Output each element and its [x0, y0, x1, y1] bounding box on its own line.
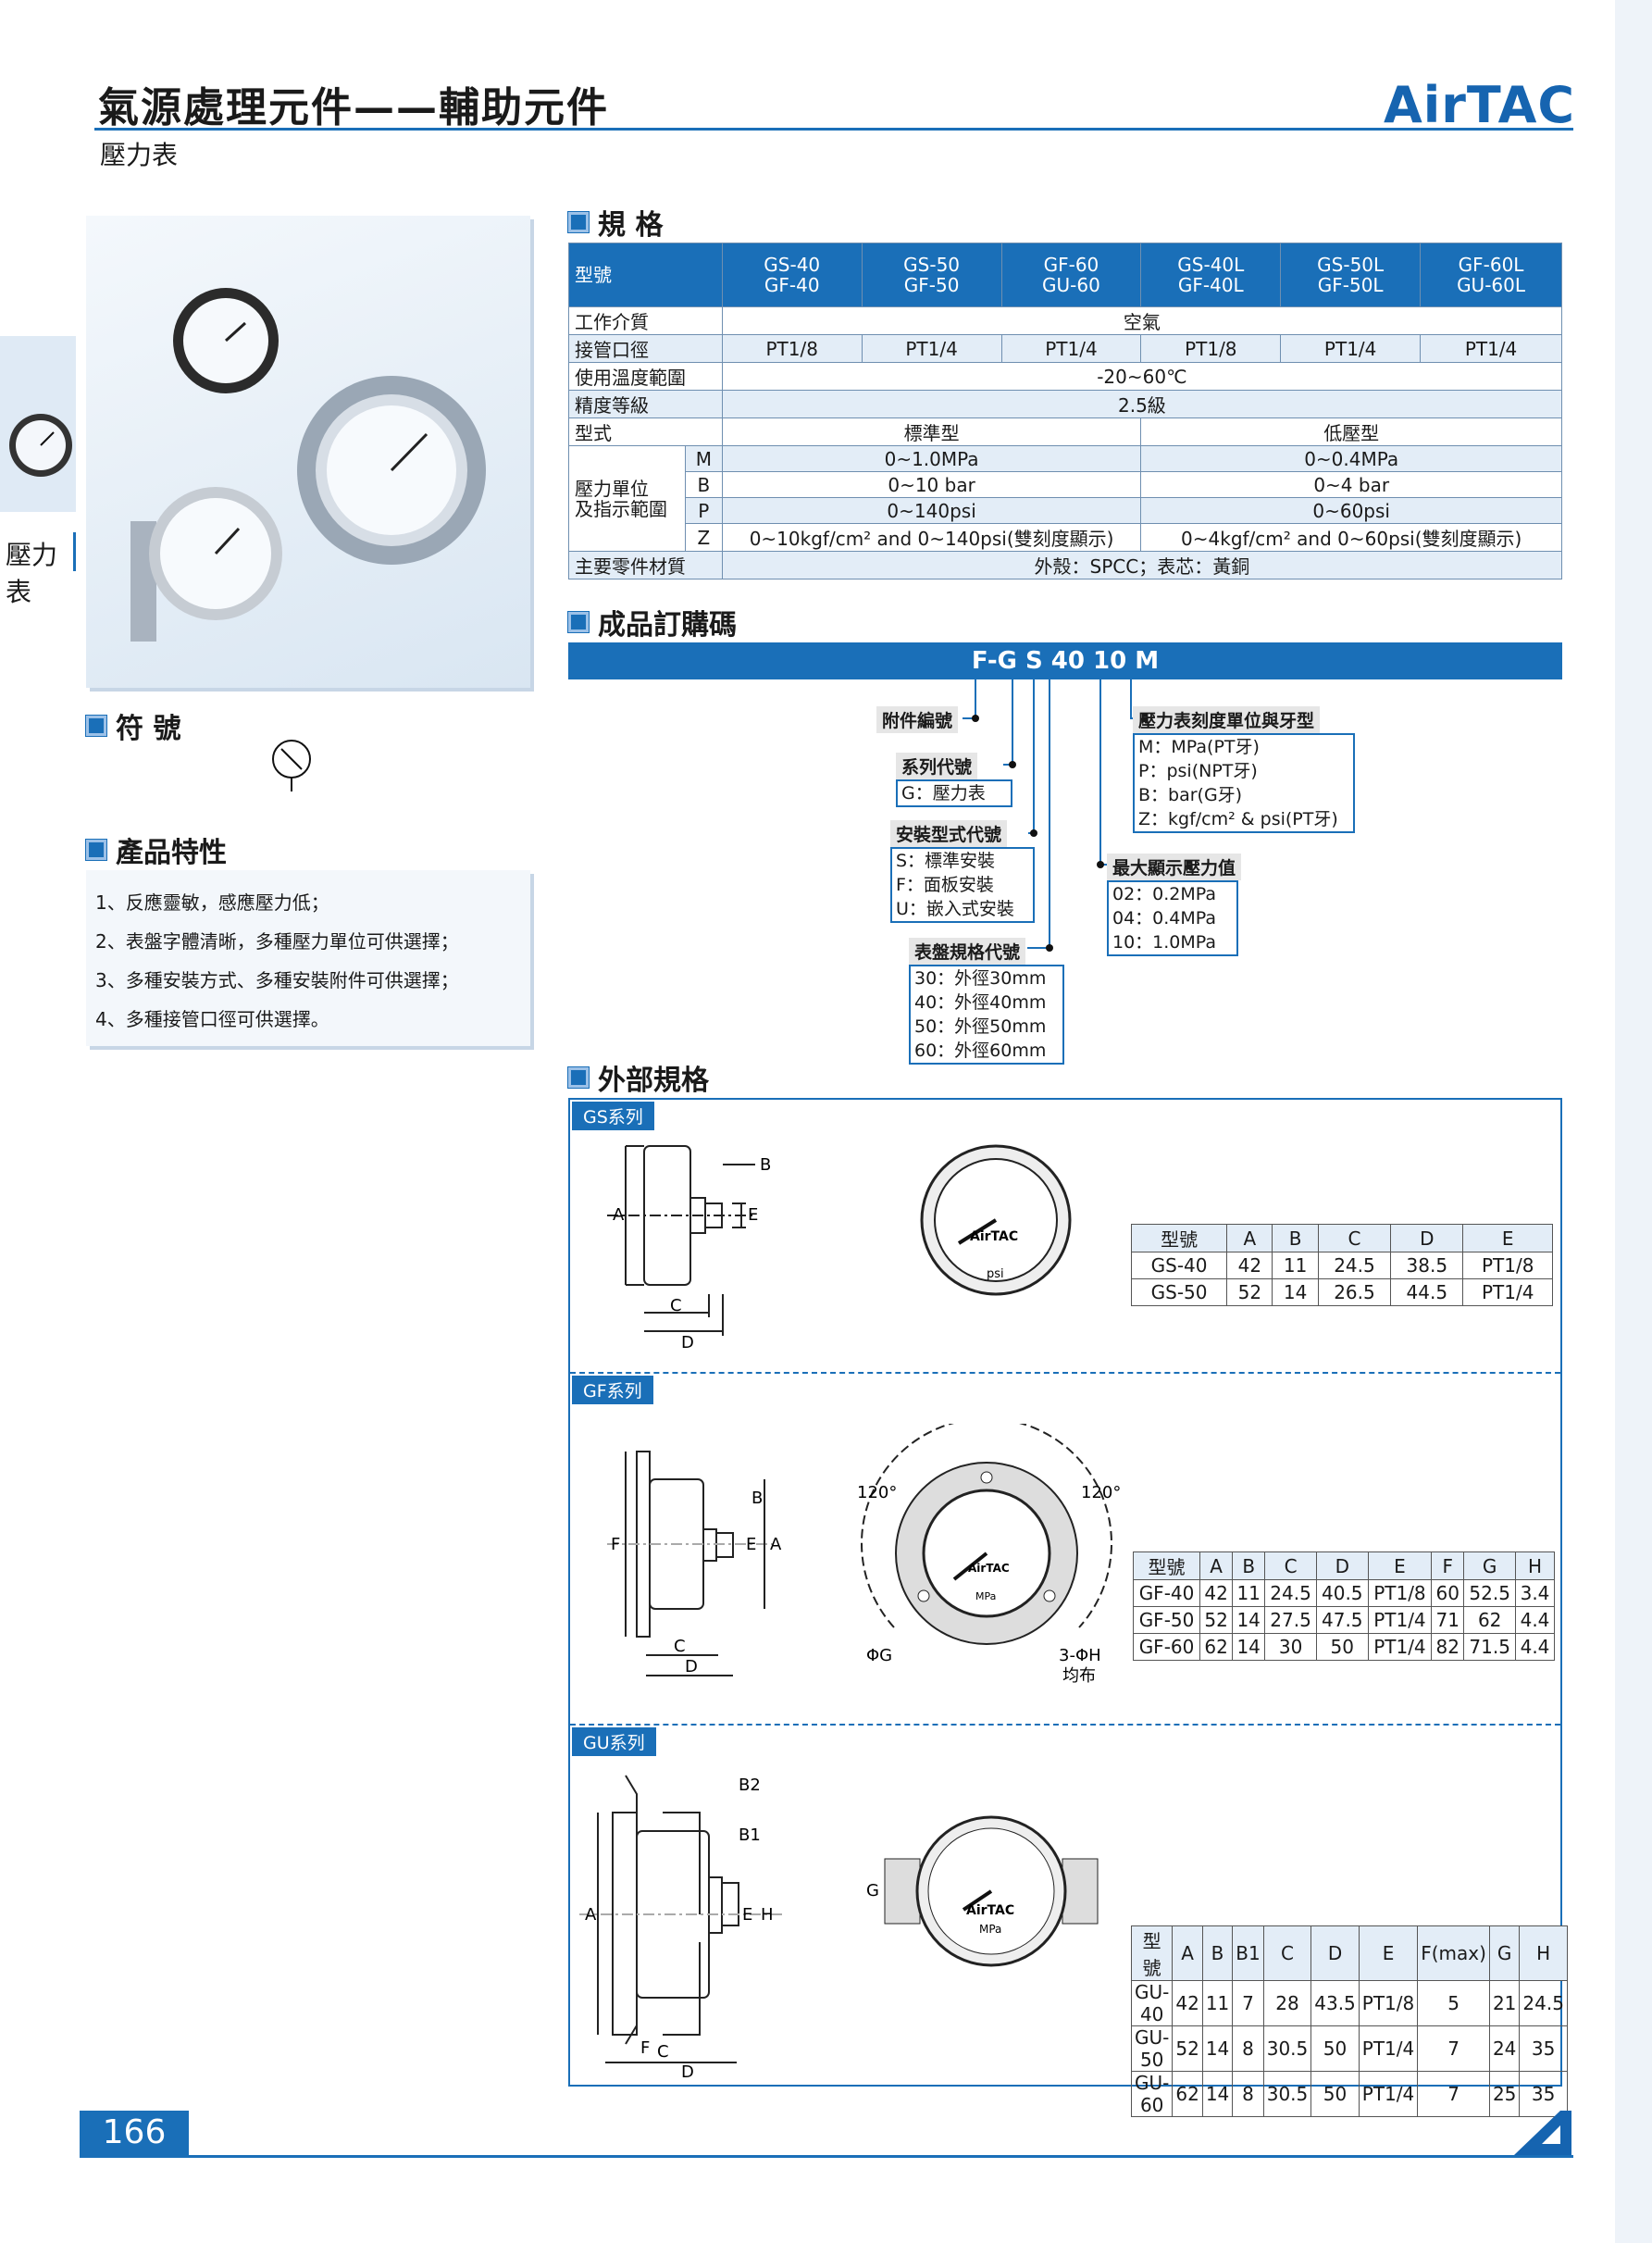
side-tab-label[interactable]: 壓力表 [0, 532, 76, 607]
svg-text:E: E [742, 1905, 752, 1925]
svg-text:ΦG: ΦG [866, 1646, 892, 1665]
svg-text:E: E [746, 1535, 756, 1554]
svg-text:MPa: MPa [975, 1590, 996, 1602]
svg-text:D: D [681, 1333, 694, 1350]
brand-logo: AirTAC [1384, 76, 1575, 134]
bullet-square-icon [86, 840, 106, 860]
feature-item: 2、表盤字體清晰，多種壓力單位可供選擇； [95, 930, 459, 953]
page-title: 氣源處理元件——輔助元件 [98, 84, 609, 131]
header-rule [94, 128, 1573, 131]
right-margin-band [1615, 0, 1652, 2243]
gs-series-tag: GS系列 [572, 1102, 654, 1130]
brand-mark-icon [1514, 2111, 1571, 2155]
order-heading: 成品訂購碼 [568, 602, 737, 642]
product-photo [86, 216, 530, 688]
order-accessory: 附件編號 [876, 706, 959, 733]
svg-text:H: H [761, 1905, 774, 1925]
svg-text:B1: B1 [739, 1826, 761, 1845]
svg-text:AirTAC: AirTAC [968, 1562, 1010, 1575]
gu-side-drawing: A B2 B1 E H F C D [579, 1775, 783, 2081]
svg-text:B: B [751, 1489, 763, 1508]
svg-text:B: B [760, 1155, 771, 1175]
footer-rule [80, 2155, 1573, 2158]
bullet-square-icon [568, 212, 589, 232]
page-subtitle: 壓力表 [100, 140, 179, 170]
spec-model-label: 型號 [568, 243, 723, 307]
gauge-symbol-icon [272, 740, 311, 791]
svg-text:C: C [670, 1296, 682, 1315]
section-divider [570, 1372, 1560, 1374]
features-heading: 產品特性 [86, 829, 227, 870]
svg-text:A: A [770, 1535, 782, 1554]
svg-text:D: D [685, 1657, 698, 1676]
svg-text:E: E [748, 1205, 758, 1225]
gu-front-dial-icon: G AirTAC MPa [866, 1815, 1099, 1967]
gauge-bracket-icon [130, 487, 282, 642]
gauge-flange-icon [297, 376, 486, 565]
svg-text:A: A [585, 1905, 597, 1925]
svg-text:psi: psi [987, 1267, 1004, 1281]
gf-front-dial-icon: AirTAC MPa 120° 120° ΦG 3-ΦH 均布 [857, 1424, 1121, 1686]
gf-side-drawing: F A E B C D [607, 1451, 782, 1676]
svg-text:G: G [866, 1881, 879, 1900]
svg-text:A: A [613, 1205, 625, 1225]
order-leader-lines [963, 679, 1144, 952]
gauge-small-icon [173, 288, 279, 393]
svg-text:3-ΦH: 3-ΦH [1059, 1646, 1101, 1665]
svg-text:AirTAC: AirTAC [970, 1229, 1018, 1244]
feature-item: 4、多種接管口徑可供選擇。 [95, 1008, 329, 1030]
order-code-bar: F-G S 40 10 M [568, 642, 1562, 679]
feature-item: 3、多種安裝方式、多種安裝附件可供選擇； [95, 969, 459, 991]
svg-text:D: D [681, 2062, 694, 2081]
bullet-square-icon [86, 716, 106, 736]
section-divider [570, 1724, 1560, 1726]
svg-text:C: C [674, 1637, 686, 1656]
svg-text:C: C [657, 2042, 669, 2062]
gs-front-dial-icon: AirTAC psi [920, 1144, 1072, 1296]
external-heading: 外部規格 [568, 1057, 709, 1098]
symbol-heading: 符 號 [86, 705, 180, 746]
page-number: 166 [80, 2111, 189, 2155]
svg-text:AirTAC: AirTAC [966, 1903, 1014, 1918]
svg-text:MPa: MPa [979, 1923, 1001, 1936]
gauge-thumbnail-icon [9, 414, 72, 477]
features-list: 1、反應靈敏，感應壓力低； 2、表盤字體清晰，多種壓力單位可供選擇； 3、多種安… [86, 870, 530, 1046]
svg-text:B2: B2 [739, 1776, 761, 1795]
svg-text:120°: 120° [1081, 1483, 1121, 1502]
svg-text:F: F [640, 2038, 650, 2058]
side-tab-image [0, 336, 76, 512]
svg-text:均布: 均布 [1062, 1666, 1096, 1686]
pressure-gauges-image [130, 288, 486, 642]
gf-series-tag: GF系列 [572, 1376, 653, 1404]
svg-text:120°: 120° [857, 1483, 897, 1502]
bullet-square-icon [568, 612, 589, 632]
feature-item: 1、反應靈敏，感應壓力低； [95, 891, 329, 914]
svg-text:F: F [611, 1535, 620, 1554]
gs-side-drawing: A B E C D [607, 1145, 771, 1350]
order-series: 系列代號 G：壓力表 [896, 753, 1012, 807]
order-unit: 壓力表刻度單位與牙型 M：MPa(PT牙)P：psi(NPT牙)B：bar(G牙… [1133, 706, 1355, 833]
bullet-square-icon [568, 1067, 589, 1088]
spec-heading: 規 格 [568, 202, 663, 243]
gu-series-tag: GU系列 [572, 1727, 656, 1756]
